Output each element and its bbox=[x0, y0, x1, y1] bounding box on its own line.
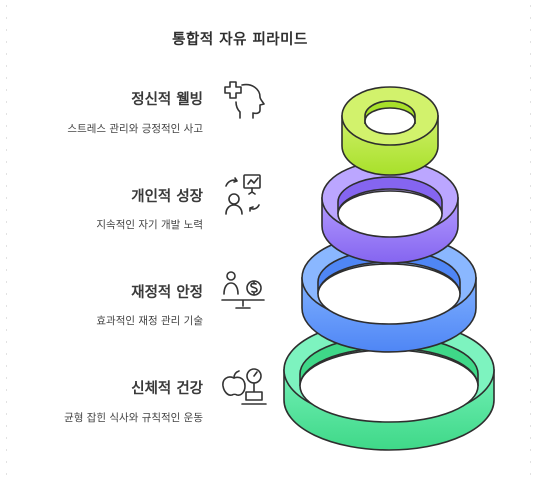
level-desc-growth: 지속적인 자기 개발 노력 bbox=[96, 219, 203, 231]
ring-physical bbox=[283, 319, 495, 451]
ring-pyramid bbox=[283, 86, 495, 451]
money-balance-icon bbox=[221, 271, 265, 309]
level-title-finance: 재정적 안정 bbox=[131, 285, 203, 301]
ring-finance bbox=[301, 233, 477, 353]
mind-health-icon bbox=[224, 81, 265, 119]
ring-growth bbox=[321, 160, 459, 264]
level-desc-finance: 효과적인 재정 관리 기술 bbox=[96, 315, 203, 327]
dotted-border-left bbox=[6, 0, 7, 483]
level-title-growth: 개인적 성장 bbox=[131, 189, 203, 205]
diet-scale-icon bbox=[222, 368, 267, 405]
level-desc-physical: 균형 잡힌 식사와 규칙적인 운동 bbox=[64, 412, 203, 424]
dotted-border-right bbox=[530, 0, 531, 483]
level-desc-mental: 스트레스 관리와 긍정적인 사고 bbox=[67, 123, 203, 135]
level-title-mental: 정신적 웰빙 bbox=[131, 92, 203, 108]
ring-mental bbox=[341, 86, 439, 176]
self-development-icon bbox=[225, 174, 261, 215]
diagram-title: 통합적 자유 피라미드 bbox=[172, 32, 308, 48]
level-title-physical: 신체적 건강 bbox=[131, 381, 203, 397]
